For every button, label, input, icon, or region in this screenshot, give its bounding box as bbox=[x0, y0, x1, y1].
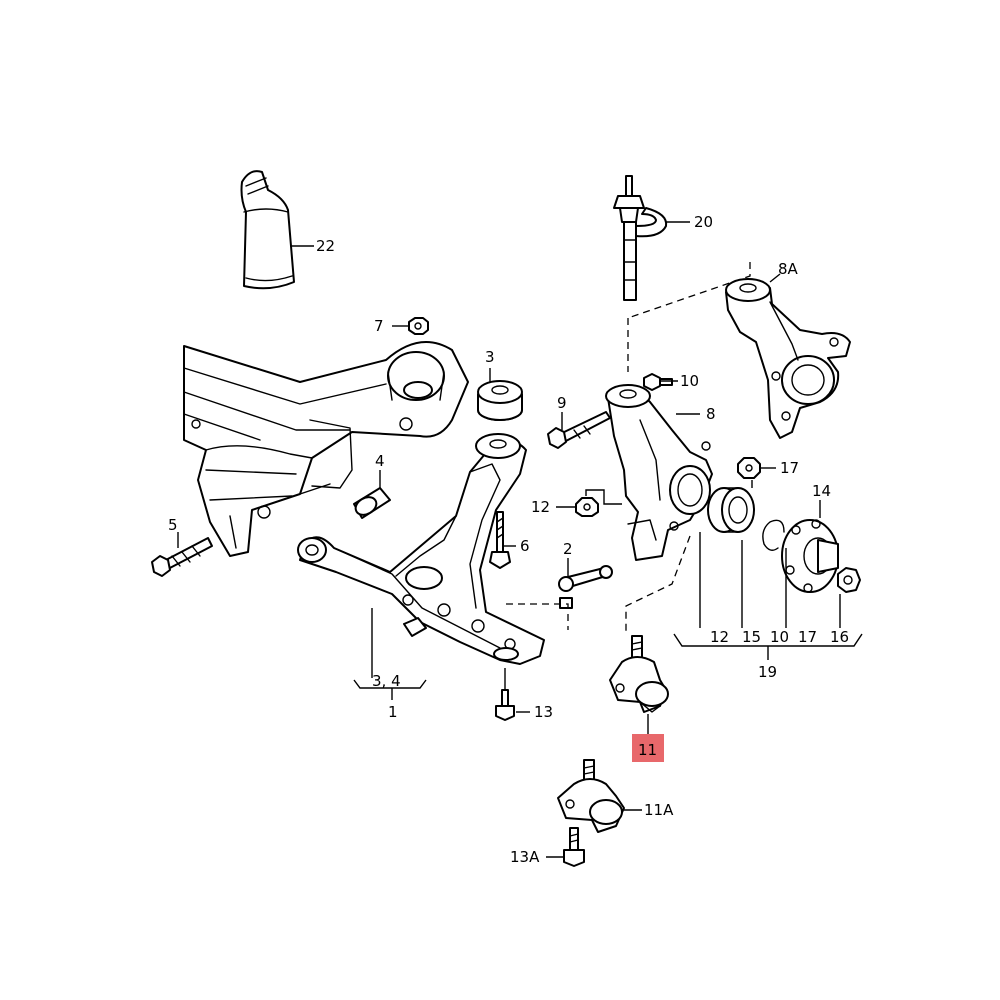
subframe bbox=[183, 341, 469, 557]
label-19-item: 16 bbox=[830, 628, 849, 646]
bolt-10 bbox=[643, 373, 673, 391]
bolt-9 bbox=[547, 411, 611, 449]
control-arm bbox=[297, 433, 545, 665]
wheel-bearing-housing-8 bbox=[605, 384, 713, 561]
bushing-3 bbox=[477, 380, 523, 421]
label-19-item: 15 bbox=[742, 628, 761, 646]
label-19: 19 bbox=[758, 663, 777, 681]
label-14: 14 bbox=[812, 482, 831, 500]
label-3-4: 3, 4 bbox=[372, 672, 401, 690]
highlight-box-11 bbox=[632, 734, 664, 762]
label-3: 3 bbox=[485, 348, 495, 366]
ball-joint-11a bbox=[557, 759, 625, 833]
bolt-13a bbox=[563, 827, 585, 867]
label-5: 5 bbox=[168, 516, 178, 534]
nut-12 bbox=[575, 497, 599, 517]
wheel-hub-14 bbox=[781, 519, 839, 593]
label-4: 4 bbox=[375, 452, 385, 470]
bolt-5 bbox=[151, 537, 213, 577]
label-11: 11 bbox=[638, 741, 657, 759]
label-22: 22 bbox=[316, 237, 335, 255]
label-10: 10 bbox=[680, 372, 699, 390]
label-7: 7 bbox=[374, 317, 384, 335]
nut-7 bbox=[408, 317, 429, 335]
label-12: 12 bbox=[531, 498, 550, 516]
label-6: 6 bbox=[520, 537, 530, 555]
label-17: 17 bbox=[780, 459, 799, 477]
coupling-rod-2 bbox=[558, 565, 613, 609]
label-19-item: 10 bbox=[770, 628, 789, 646]
sleeve-4 bbox=[353, 487, 391, 519]
ball-joint-11 bbox=[609, 635, 669, 713]
wheel-bearing bbox=[707, 487, 755, 533]
label-19-item: 17 bbox=[798, 628, 817, 646]
label-8: 8 bbox=[706, 405, 716, 423]
label-13a: 13A bbox=[510, 848, 540, 866]
shock-absorber-20 bbox=[613, 175, 668, 301]
label-19-items: 12 15 10 17 16 bbox=[710, 628, 849, 646]
grease-tube bbox=[240, 170, 295, 290]
circlip bbox=[762, 519, 785, 551]
label-20: 20 bbox=[694, 213, 713, 231]
wheel-bearing-housing-8a bbox=[725, 278, 851, 439]
bolt-6 bbox=[489, 511, 511, 569]
label-8a: 8A bbox=[778, 260, 799, 278]
label-11a: 11A bbox=[644, 801, 674, 819]
nut-17 bbox=[737, 457, 761, 479]
label-2: 2 bbox=[563, 540, 573, 558]
label-19-item: 12 bbox=[710, 628, 729, 646]
hub-nut-16 bbox=[837, 567, 861, 593]
label-9: 9 bbox=[557, 394, 567, 412]
label-13: 13 bbox=[534, 703, 553, 721]
label-1: 1 bbox=[388, 703, 398, 721]
bolt-13 bbox=[495, 689, 515, 721]
